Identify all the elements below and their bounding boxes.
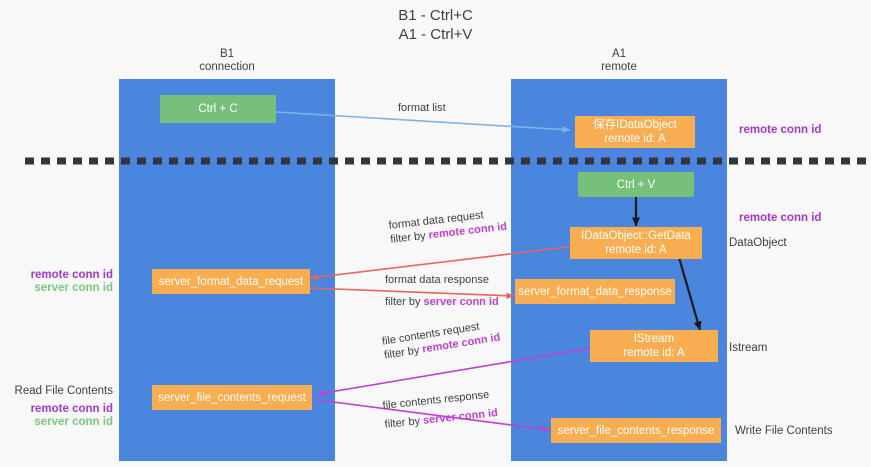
annotation-right-istream: Istream bbox=[729, 342, 768, 354]
node-server-format-data-response[interactable]: server_format_data_response bbox=[515, 279, 675, 304]
edge-label-file-contents-response: file contents response filter by server … bbox=[382, 387, 499, 432]
diagram-title-line-1: B1 - Ctrl+C bbox=[398, 7, 473, 24]
edge-label-format-list: format list bbox=[398, 101, 446, 115]
annotation-left-remote-conn-id-bot: remote conn id bbox=[30, 403, 113, 415]
node-idataobject-getdata[interactable]: IDataObject::GetData remote id: A bbox=[570, 227, 702, 259]
node-save-idataobject-line-1: 保存IDataObject bbox=[593, 119, 677, 131]
edge-label-format-data-request-filter-prefix: filter by bbox=[389, 229, 430, 246]
edge-label-format-data-request: format data request filter by remote con… bbox=[388, 206, 508, 247]
node-ctrl-v-label: Ctrl + V bbox=[616, 178, 656, 191]
node-istream-line-2: remote id: A bbox=[623, 347, 685, 359]
edge-label-format-list-text: format list bbox=[398, 102, 446, 114]
annotation-right-remote-conn-id-top: remote conn id bbox=[739, 124, 822, 136]
edge-label-format-data-response: format data response filter by server co… bbox=[385, 273, 499, 309]
lane-header-b1-title: B1 bbox=[219, 48, 235, 60]
node-server-format-data-response-label: server_format_data_response bbox=[518, 285, 672, 298]
node-idataobject-getdata-line-1: IDataObject::GetData bbox=[581, 230, 691, 242]
node-server-file-contents-response[interactable]: server_file_contents_response bbox=[551, 418, 721, 443]
lane-header-a1-subtitle: remote bbox=[601, 61, 637, 73]
edge-label-file-contents-response-filter-prefix: filter by bbox=[384, 414, 424, 431]
annotation-left-server-conn-id-mid: server conn id bbox=[34, 282, 113, 294]
node-ctrl-c[interactable]: Ctrl + C bbox=[160, 95, 276, 123]
annotation-left-server-conn-id-bot: server conn id bbox=[34, 416, 113, 428]
node-server-format-data-request[interactable]: server_format_data_request bbox=[152, 269, 310, 294]
lane-header-a1-title: A1 bbox=[611, 48, 627, 60]
node-ctrl-c-label: Ctrl + C bbox=[198, 103, 238, 115]
diagram-title: B1 - Ctrl+C A1 - Ctrl+V bbox=[0, 6, 871, 44]
annotation-right-remote-conn-id-mid: remote conn id bbox=[739, 212, 822, 224]
lane-header-b1-subtitle: connection bbox=[199, 61, 255, 73]
node-ctrl-v[interactable]: Ctrl + V bbox=[578, 172, 694, 197]
lane-header-b1: B1 connection bbox=[119, 48, 335, 74]
diagram-title-line-2: A1 - Ctrl+V bbox=[398, 26, 473, 43]
node-istream[interactable]: IStream remote id: A bbox=[590, 330, 718, 362]
node-istream-line-1: IStream bbox=[633, 333, 675, 345]
edge-label-file-contents-request: file contents request filter by remote c… bbox=[381, 317, 501, 363]
edge-label-format-data-response-text: format data response bbox=[385, 274, 489, 286]
annotation-left-remote-conn-id-mid: remote conn id bbox=[30, 269, 113, 281]
node-save-idataobject[interactable]: 保存IDataObject remote id: A bbox=[575, 116, 695, 148]
node-server-file-contents-response-label: server_file_contents_response bbox=[557, 424, 715, 437]
edge-label-format-data-response-filter: filter by server conn id bbox=[385, 295, 499, 309]
node-idataobject-getdata-line-2: remote id: A bbox=[605, 244, 667, 256]
edge-label-format-data-response-filter-prefix: filter by bbox=[385, 296, 424, 308]
annotation-right-dataobject: DataObject bbox=[729, 237, 787, 249]
node-save-idataobject-line-2: remote id: A bbox=[604, 133, 666, 145]
edge-label-file-contents-response-filter-key: server conn id bbox=[422, 407, 499, 427]
annotation-left-read-file-contents: Read File Contents bbox=[14, 385, 113, 397]
edge-label-format-data-response-filter-key: server conn id bbox=[423, 296, 499, 308]
node-server-file-contents-request-label: server_file_contents_request bbox=[158, 391, 306, 404]
lane-header-a1: A1 remote bbox=[511, 48, 727, 74]
node-server-format-data-request-label: server_format_data_request bbox=[158, 275, 304, 288]
node-server-file-contents-request[interactable]: server_file_contents_request bbox=[152, 385, 312, 410]
annotation-right-write-file-contents: Write File Contents bbox=[735, 425, 833, 437]
